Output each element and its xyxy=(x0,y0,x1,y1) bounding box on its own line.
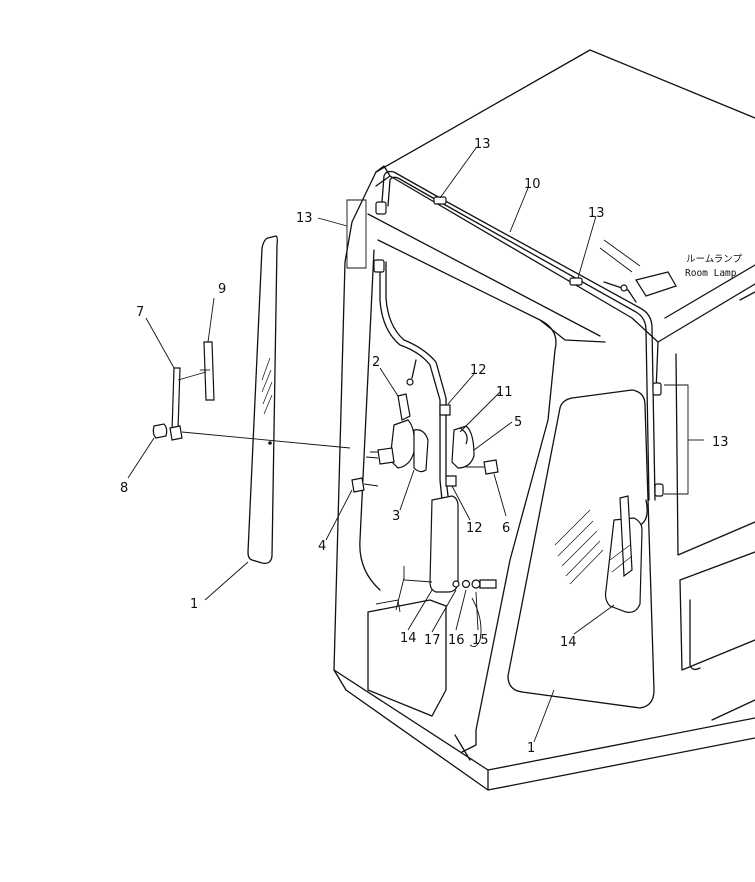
callout-13-mid: 13 xyxy=(588,206,605,221)
clamp-bracket-right xyxy=(664,384,689,495)
callout-9: 9 xyxy=(218,282,226,297)
callout-16: 16 xyxy=(448,633,465,648)
callout-1-right: 1 xyxy=(527,741,535,756)
fasteners xyxy=(452,579,497,589)
wiper-covers xyxy=(429,495,643,613)
callout-14-right: 14 xyxy=(560,635,577,650)
leader-lines xyxy=(127,147,704,743)
side-window-glass xyxy=(247,235,278,564)
clamp-bracket-left xyxy=(346,199,367,269)
wiper-motor-assembly xyxy=(351,378,429,493)
callout-15: 15 xyxy=(472,633,489,648)
rear-window-glass xyxy=(507,389,655,709)
harness-clamps xyxy=(373,196,664,497)
callout-4: 4 xyxy=(318,539,326,554)
callout-5: 5 xyxy=(514,415,522,430)
callout-6: 6 xyxy=(502,521,510,536)
callout-2: 2 xyxy=(372,355,380,370)
callout-8: 8 xyxy=(120,481,128,496)
callout-14-left: 14 xyxy=(400,631,417,646)
room-lamp-label-en: Room Lamp xyxy=(685,268,737,279)
callout-13-left: 13 xyxy=(296,211,313,226)
wiper-motor-right xyxy=(451,425,499,475)
callout-1-left: 1 xyxy=(190,597,198,612)
room-lamp xyxy=(599,239,677,297)
callout-10: 10 xyxy=(524,177,541,192)
callout-11: 11 xyxy=(496,385,513,400)
cab-body xyxy=(333,49,755,791)
callout-3: 3 xyxy=(392,509,400,524)
callout-13-top: 13 xyxy=(474,137,491,152)
callout-13-right: 13 xyxy=(712,435,729,450)
room-lamp-label-jp: ルームランプ xyxy=(686,254,742,265)
callout-17: 17 xyxy=(424,633,441,648)
callout-7: 7 xyxy=(136,305,144,320)
callout-12-top: 12 xyxy=(470,363,487,378)
wiper-arm-and-blade xyxy=(152,341,215,441)
callout-12-bottom: 12 xyxy=(466,521,483,536)
